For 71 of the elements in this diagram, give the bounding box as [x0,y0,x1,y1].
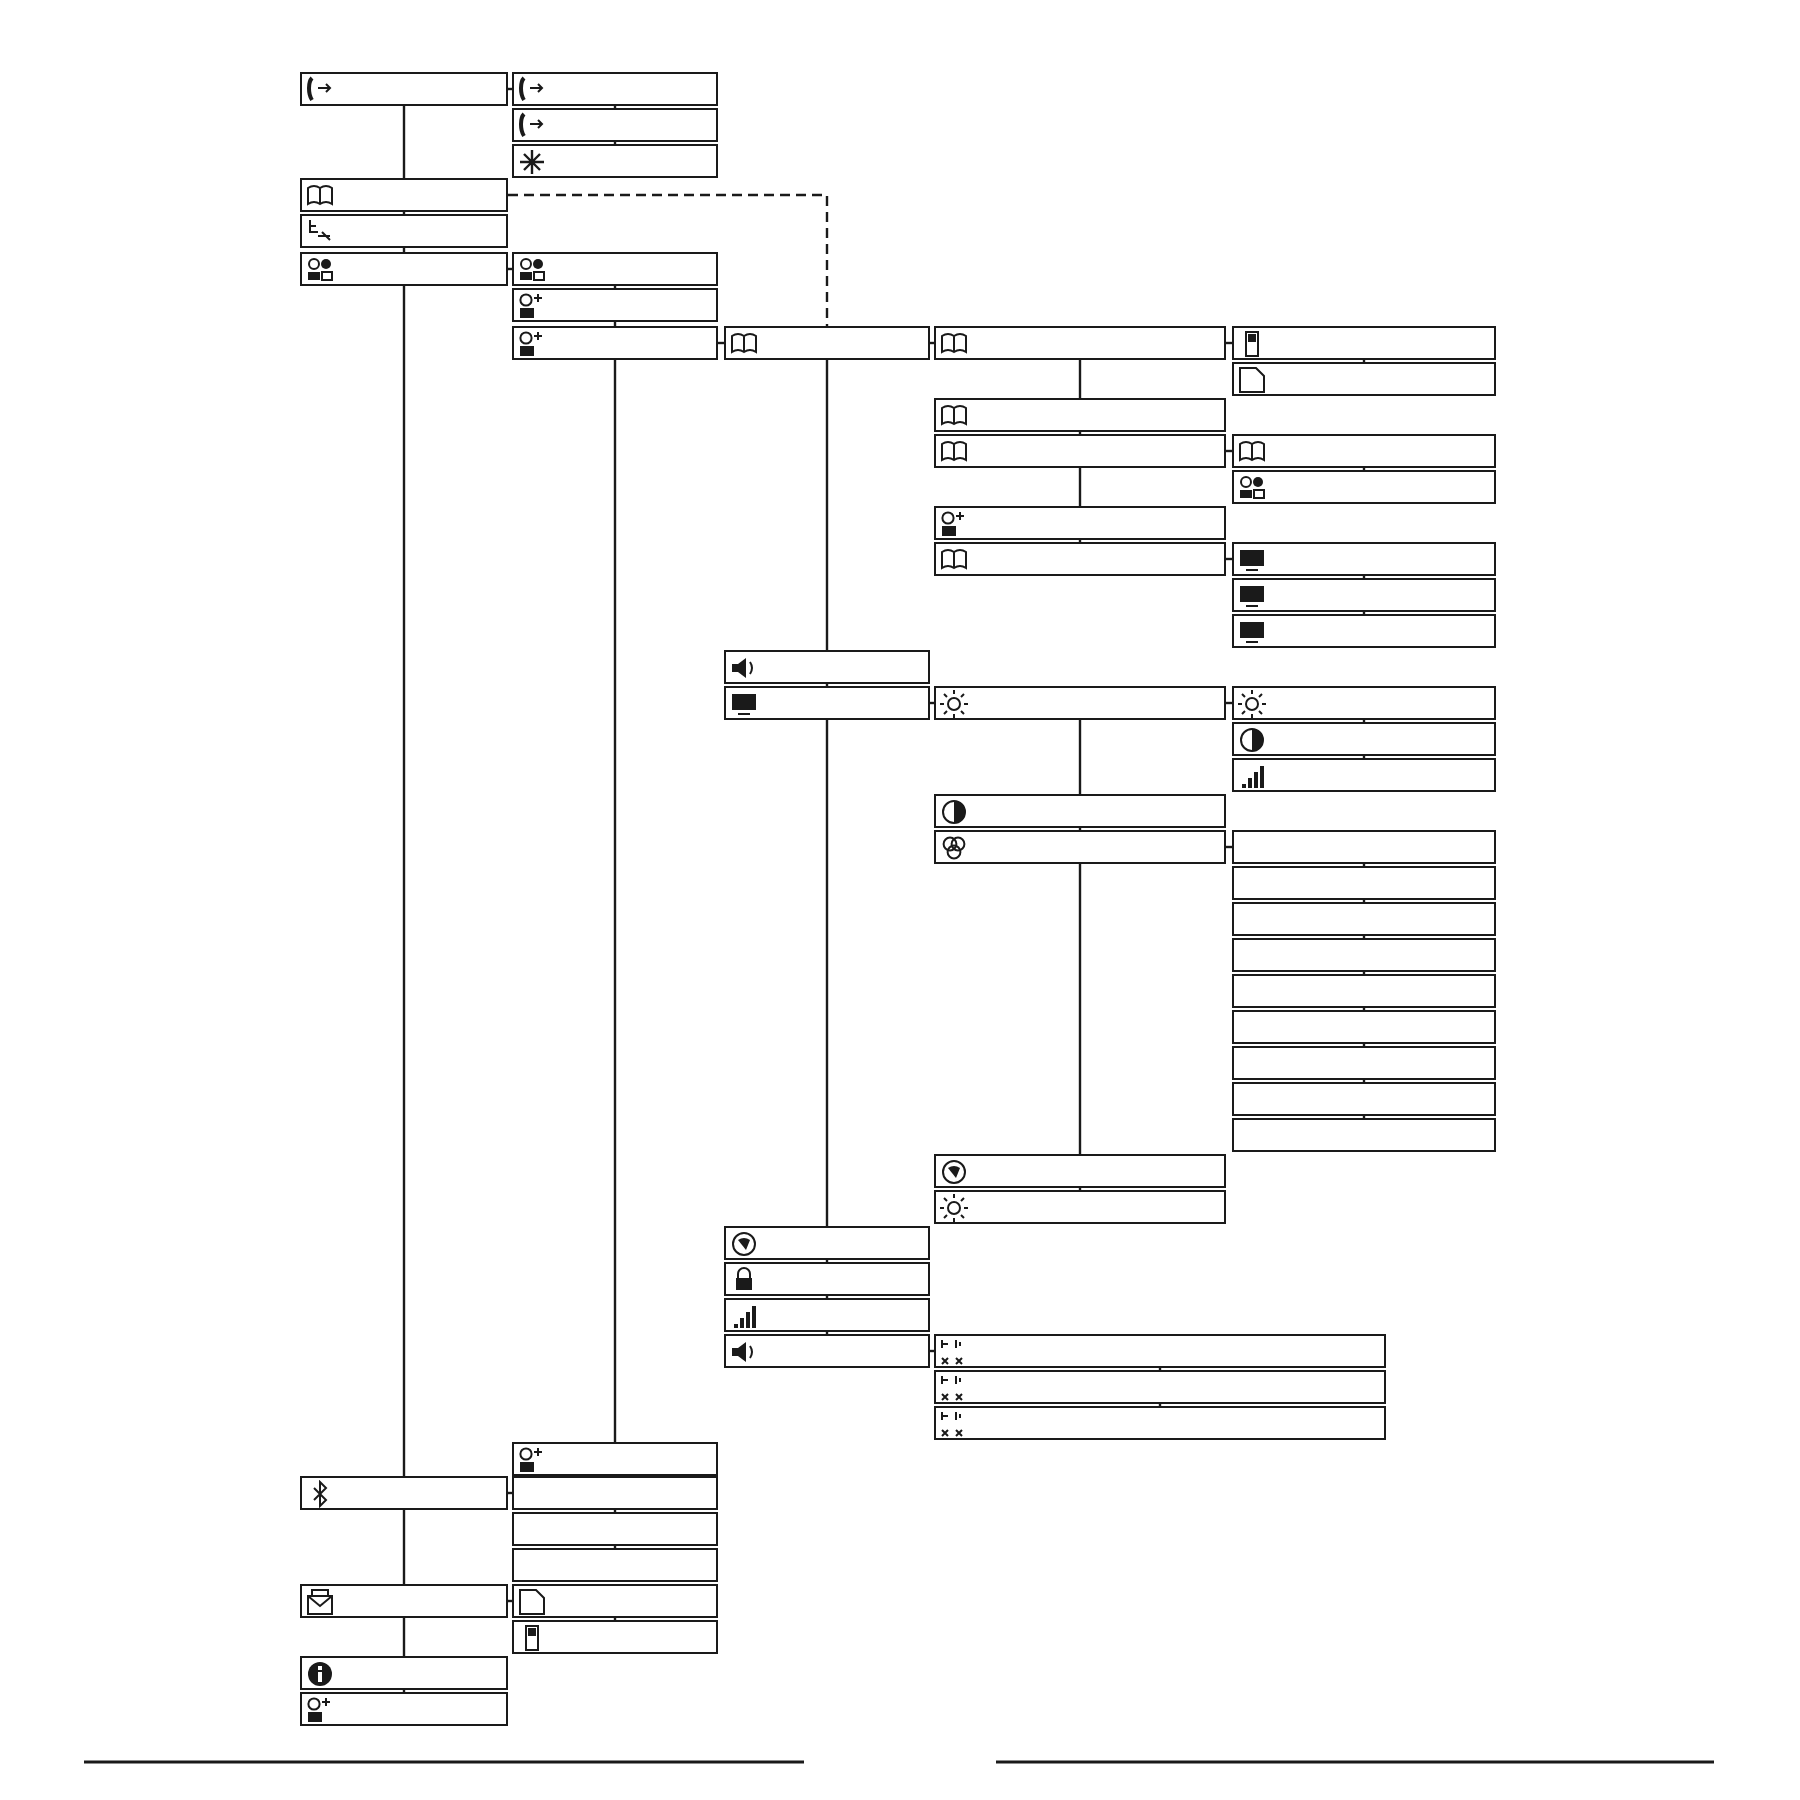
menu-box [1232,542,1496,576]
menu-box [934,434,1226,468]
menu-box [300,1476,508,1510]
menu-box [1232,866,1496,900]
menu-box [724,1298,930,1332]
menu-box [934,686,1226,720]
menu-box [1232,614,1496,648]
menu-box [1232,434,1496,468]
menu-box [724,1226,930,1260]
menu-box [300,252,508,286]
menu-box [1232,686,1496,720]
connector-line [1078,720,1082,794]
menu-box [1232,830,1496,864]
menu-box [934,542,1226,576]
menu-box [1232,902,1496,936]
menu-box [1232,362,1496,396]
connector-line [825,360,829,650]
connector-line [1078,360,1082,398]
menu-box [934,398,1226,432]
menu-box [300,178,508,212]
menu-box [1232,1010,1496,1044]
menu-box [1232,1118,1496,1152]
menu-box [1232,326,1496,360]
menu-box [512,1512,718,1546]
connector-line [402,1618,406,1656]
connector-line [825,720,829,1226]
menu-box [512,144,718,178]
menu-box [512,252,718,286]
menu-box [512,1476,718,1510]
menu-box [300,214,508,248]
connector-line [613,360,617,1442]
menu-box [724,326,930,360]
menu-box [512,1620,718,1654]
menu-box [934,1334,1386,1368]
menu-box [300,1584,508,1618]
menu-box [934,1406,1386,1440]
connector-line [402,106,406,178]
connector-line [1078,864,1082,1154]
menu-box [724,1262,930,1296]
menu-box [300,72,508,106]
menu-box [934,1370,1386,1404]
connector-line [402,1510,406,1584]
menu-box [512,1584,718,1618]
menu-box [512,108,718,142]
menu-box [934,1154,1226,1188]
menu-box [724,686,930,720]
menu-box [512,1548,718,1582]
menu-box [934,794,1226,828]
menu-box [1232,974,1496,1008]
menu-box [512,1442,718,1476]
menu-box [1232,1046,1496,1080]
menu-box [300,1692,508,1726]
menu-box [512,288,718,322]
menu-box [300,1656,508,1690]
connector-line [402,286,406,1476]
menu-box [512,72,718,106]
dashed-connector [508,193,829,326]
menu-box [934,830,1226,864]
menu-box [1232,722,1496,756]
connector-line [1078,468,1082,506]
menu-box [1232,578,1496,612]
menu-box [1232,758,1496,792]
menu-box [934,1190,1226,1224]
menu-box [724,650,930,684]
menu-box [934,506,1226,540]
menu-box [512,326,718,360]
menu-box [934,326,1226,360]
menu-box [724,1334,930,1368]
menu-box [1232,938,1496,972]
menu-box [1232,470,1496,504]
menu-box [1232,1082,1496,1116]
